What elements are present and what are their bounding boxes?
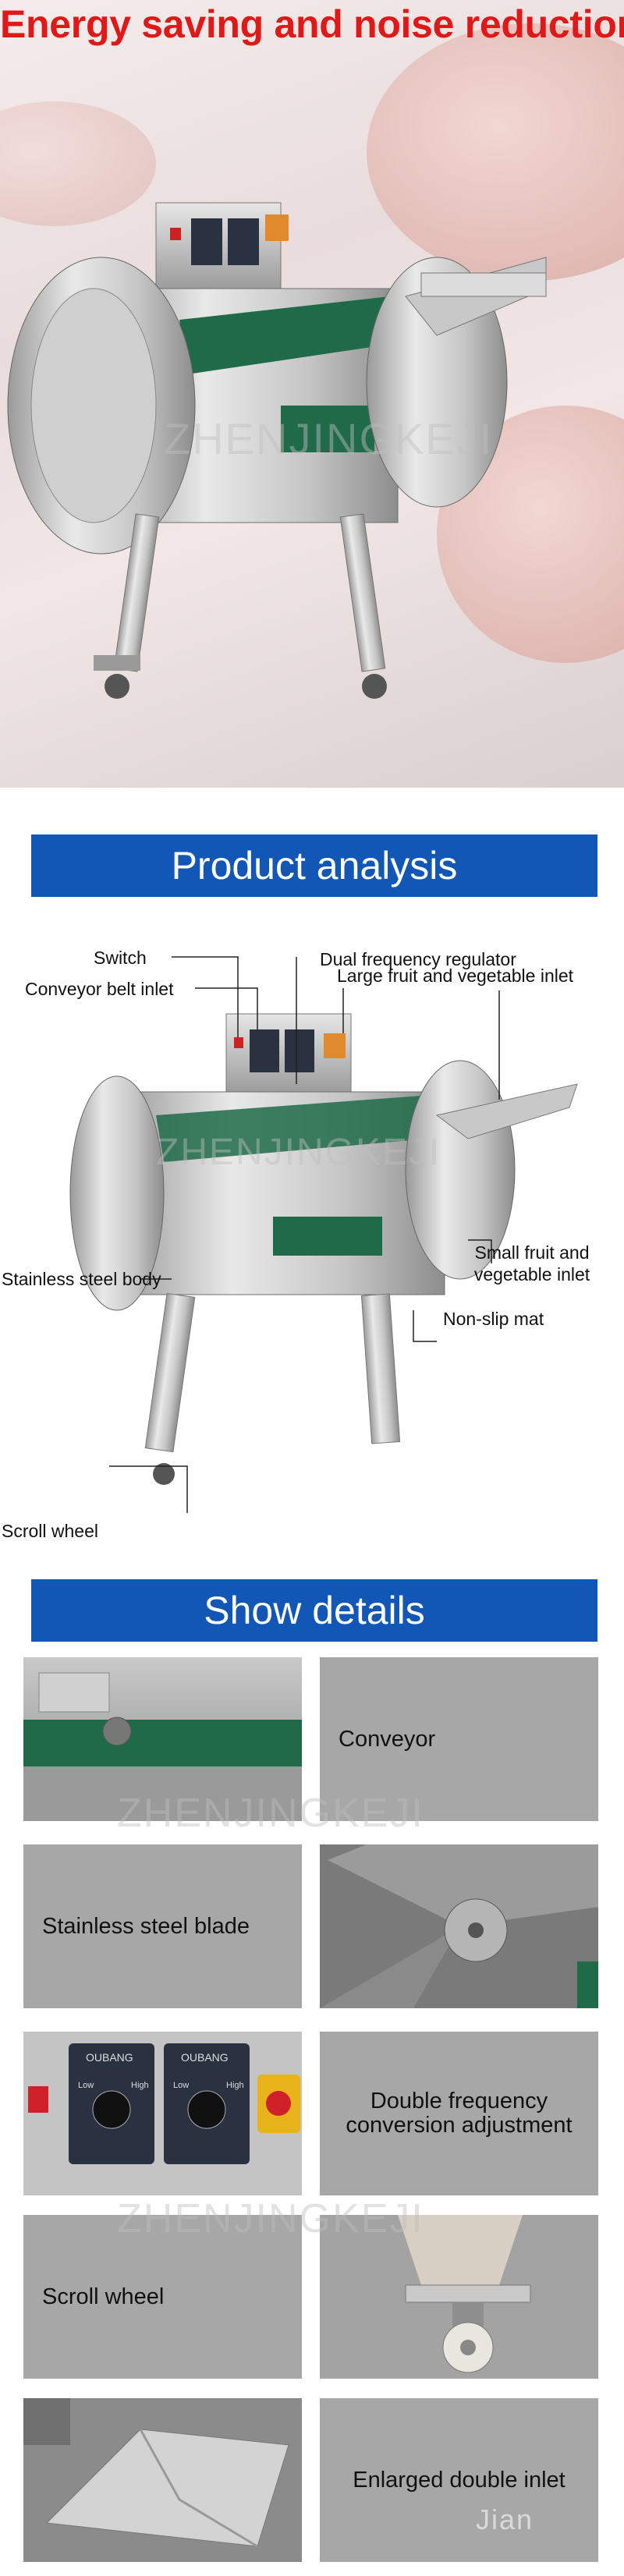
double-inlet-label: Enlarged double inlet	[353, 2467, 566, 2493]
label-scroll-wheel: Scroll wheel	[2, 1521, 98, 1541]
blade-caption: Stainless steel blade	[23, 1844, 302, 2008]
vegetable-cutter-image	[7, 202, 547, 699]
scroll-wheel-label: Scroll wheel	[42, 2284, 165, 2309]
label-small-inlet: Small fruit and vegetable inlet	[473, 1242, 590, 1284]
watermark: ZHENJINGKEJI	[117, 2196, 424, 2241]
blade-photo	[320, 1844, 598, 2008]
blade-label: Stainless steel blade	[42, 1913, 250, 1939]
hero-title: Energy saving and noise reduction	[0, 2, 624, 46]
analysis-machine-image	[69, 956, 578, 1513]
watermark: ZHENJINGKEJI	[117, 1791, 424, 1836]
frequency-panel-photo: OUBANG OUBANG Low High Low High	[23, 2032, 302, 2195]
watermark: ZHENJINGKEJI	[164, 414, 494, 463]
frequency-label: Double frequency conversion adjustment	[346, 2089, 573, 2138]
panel-low-right: Low	[173, 2081, 189, 2090]
background-hand	[0, 101, 156, 226]
label-conveyor-belt-inlet: Conveyor belt inlet	[25, 979, 174, 999]
conveyor-caption: Conveyor	[320, 1657, 598, 1821]
panel-brand-left: OUBANG	[86, 2051, 133, 2064]
background-hand	[367, 23, 624, 281]
panel-low-left: Low	[78, 2081, 94, 2090]
label-switch: Switch	[94, 948, 147, 968]
panel-brand-right: OUBANG	[181, 2051, 229, 2064]
product-analysis-diagram: Switch Dual frequency regulator Conveyor…	[0, 905, 624, 1575]
panel-high-left: High	[131, 2081, 149, 2090]
scroll-wheel-photo	[320, 2215, 598, 2379]
panel-high-right: High	[226, 2081, 244, 2090]
frequency-caption: Double frequency conversion adjustment	[320, 2032, 598, 2195]
label-stainless-steel-body: Stainless steel body	[2, 1269, 161, 1289]
label-large-inlet: Large fruit and vegetable inlet	[337, 966, 574, 986]
show-details-banner: Show details	[31, 1579, 597, 1642]
double-inlet-caption: Enlarged double inlet	[320, 2398, 598, 2562]
double-inlet-photo	[23, 2398, 302, 2562]
label-non-slip-mat: Non-slip mat	[443, 1309, 544, 1329]
watermark: Jian	[476, 2503, 534, 2535]
conveyor-photo	[23, 1657, 302, 1821]
product-analysis-banner: Product analysis	[31, 834, 597, 897]
watermark: ZHENJINGKEJI	[156, 1132, 441, 1173]
hero-section: Energy saving and noise reduction	[0, 0, 624, 788]
scroll-wheel-caption: Scroll wheel	[23, 2215, 302, 2379]
label-dual-frequency-regulator: Dual frequency regulator	[320, 949, 516, 969]
conveyor-label: Conveyor	[339, 1726, 436, 1752]
